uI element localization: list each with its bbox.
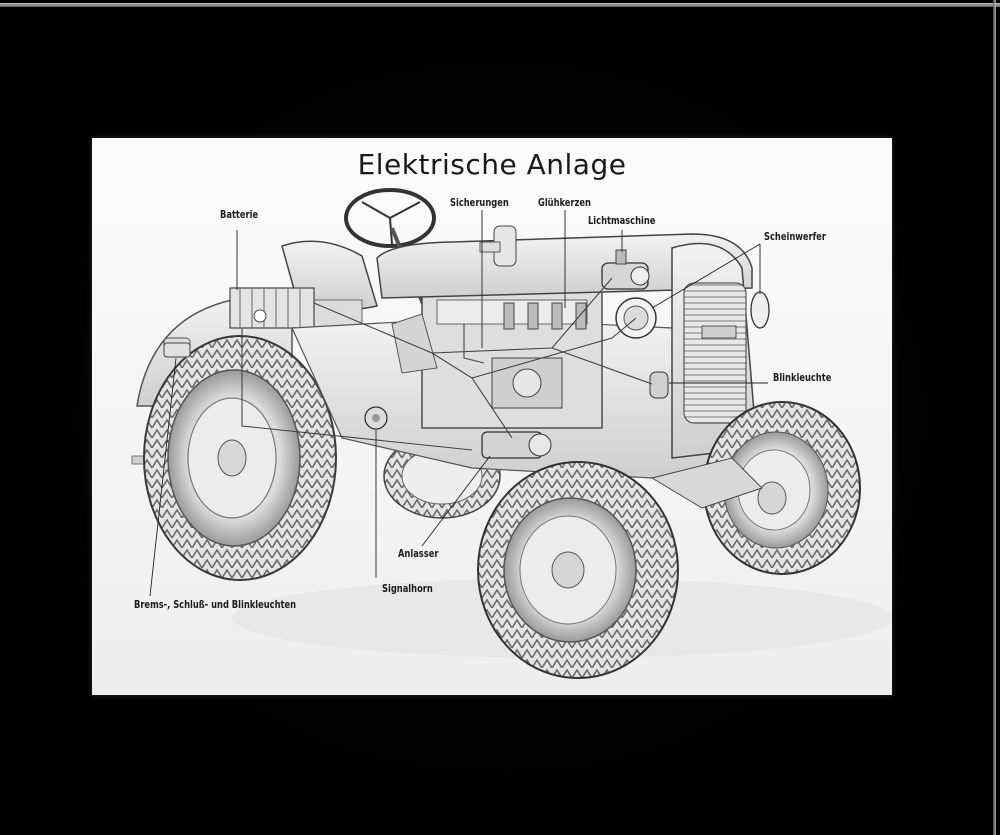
engine-block bbox=[391, 287, 603, 429]
label-scheinwerfer: Scheinwerfer bbox=[764, 231, 827, 243]
alternator bbox=[601, 249, 650, 290]
diagram-title: Elektrische Anlage bbox=[357, 148, 627, 181]
leader-anlasser bbox=[421, 455, 491, 547]
wiring-harness bbox=[241, 277, 653, 451]
label-batterie: Batterie bbox=[220, 209, 259, 221]
leader-scheinwerfer-left bbox=[651, 243, 761, 309]
front-axle bbox=[650, 457, 763, 509]
horn bbox=[364, 406, 388, 430]
film-edge-right bbox=[993, 0, 996, 835]
front-near-wheel bbox=[477, 461, 679, 679]
film-edge-top bbox=[0, 3, 1000, 7]
label-sicherungen: Sicherungen bbox=[450, 197, 509, 209]
tractor-illustration bbox=[131, 188, 892, 679]
label-signalhorn: Signalhorn bbox=[382, 583, 433, 595]
label-blinkleuchte: Blinkleuchte bbox=[773, 372, 832, 384]
label-rueckleuchten: Brems-, Schluß- und Blinkleuchten bbox=[134, 599, 297, 611]
label-gluehkerzen: Glühkerzen bbox=[538, 197, 591, 209]
rear-big-wheel bbox=[143, 335, 337, 581]
label-anlasser: Anlasser bbox=[398, 548, 439, 560]
indicator-light bbox=[649, 371, 669, 399]
diagram-sheet: Elektrische Anlage Batterie Sicherungen … bbox=[92, 138, 892, 695]
engine-hood bbox=[376, 225, 753, 299]
starter-motor bbox=[481, 431, 552, 459]
leader-rueckleuchten bbox=[149, 357, 177, 597]
battery bbox=[229, 287, 315, 329]
headlights bbox=[615, 291, 770, 339]
radiator-grille bbox=[671, 242, 758, 459]
leader-lines bbox=[149, 210, 768, 597]
rear-light bbox=[163, 342, 191, 358]
label-lichtmaschine: Lichtmaschine bbox=[588, 215, 656, 227]
